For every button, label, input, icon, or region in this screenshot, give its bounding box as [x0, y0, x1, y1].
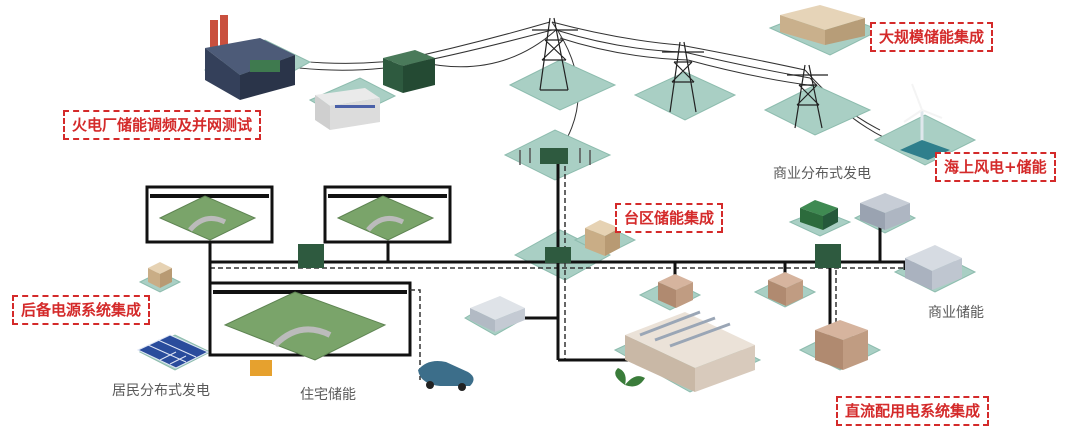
solar-panels [136, 334, 210, 369]
container-storage [315, 88, 380, 130]
callout-backup-power: 后备电源系统集成 [12, 295, 151, 325]
callout-offshore-wind: 海上风电+储能 [935, 152, 1056, 182]
label-commercial-pv: 商业分布式发电 [773, 166, 871, 182]
callout-thermal-plant: 火电厂储能调频及并网测试 [63, 110, 262, 140]
callout-district: 台区储能集成 [615, 203, 724, 233]
plant-decoration [615, 368, 645, 387]
residential-neighborhoods [145, 185, 452, 361]
pylons [532, 17, 828, 129]
commercial-buildings [470, 193, 962, 370]
large-scale-storage-buildings [780, 5, 865, 45]
thermal-power-plant [205, 15, 295, 100]
substation [519, 148, 591, 165]
storage-cabinets [148, 200, 838, 376]
transformer-top [383, 50, 435, 93]
factory [625, 310, 755, 392]
electric-car [418, 361, 474, 391]
pole-transformers [298, 244, 841, 268]
label-residential-pv: 居民分布式发电 [112, 383, 210, 399]
callout-large-scale: 大规模储能集成 [870, 22, 994, 52]
callout-dc-distribution: 直流配用电系统集成 [836, 396, 990, 426]
label-commercial-storage: 商业储能 [928, 305, 984, 321]
label-home-storage: 住宅储能 [300, 387, 356, 403]
